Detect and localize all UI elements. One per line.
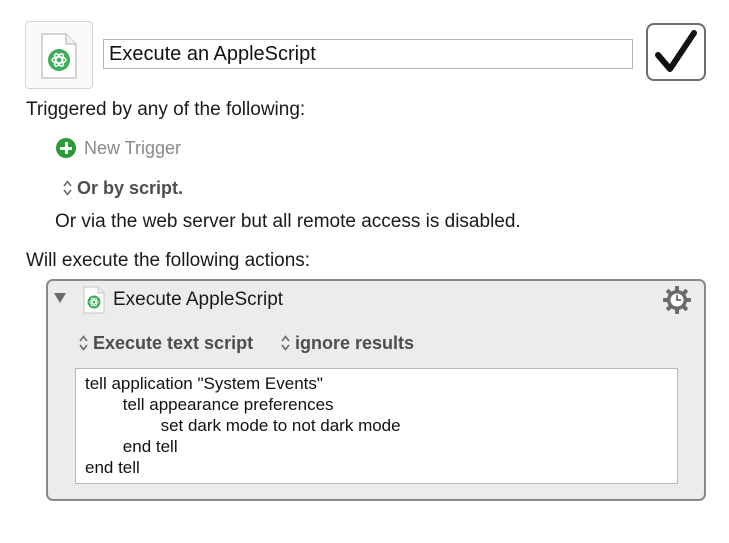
triggers-heading: Triggered by any of the following:: [26, 99, 306, 120]
disclosure-triangle-icon[interactable]: [54, 293, 66, 303]
new-trigger-button[interactable]: New Trigger: [56, 136, 181, 160]
action-title: Execute AppleScript: [113, 289, 284, 310]
web-server-note: Or via the web server but all remote acc…: [55, 211, 521, 232]
macro-enabled-checkbox[interactable]: [646, 23, 706, 81]
or-by-script-popup[interactable]: Or by script.: [62, 177, 183, 199]
actions-heading: Will execute the following actions:: [26, 250, 311, 271]
execute-mode-popup[interactable]: Execute text script: [78, 332, 253, 354]
gear-clock-icon[interactable]: [662, 285, 692, 320]
new-trigger-label: New Trigger: [84, 137, 182, 158]
checkmark-icon: [655, 30, 697, 72]
action-applescript-icon: [83, 286, 105, 319]
script-textarea[interactable]: tell application "System Events" tell ap…: [75, 368, 678, 484]
updown-chevron-icon: [63, 180, 72, 196]
macro-icon[interactable]: [25, 21, 93, 89]
execute-mode-label: Execute text script: [93, 332, 254, 353]
updown-chevron-icon: [281, 335, 290, 351]
updown-chevron-icon: [79, 335, 88, 351]
result-mode-popup[interactable]: ignore results: [280, 332, 414, 354]
macro-name-field[interactable]: Execute an AppleScript: [103, 39, 633, 69]
result-mode-label: ignore results: [295, 332, 415, 353]
add-circle-icon: [56, 138, 76, 158]
or-by-script-label: Or by script.: [77, 177, 184, 198]
applescript-document-icon: [41, 33, 77, 79]
